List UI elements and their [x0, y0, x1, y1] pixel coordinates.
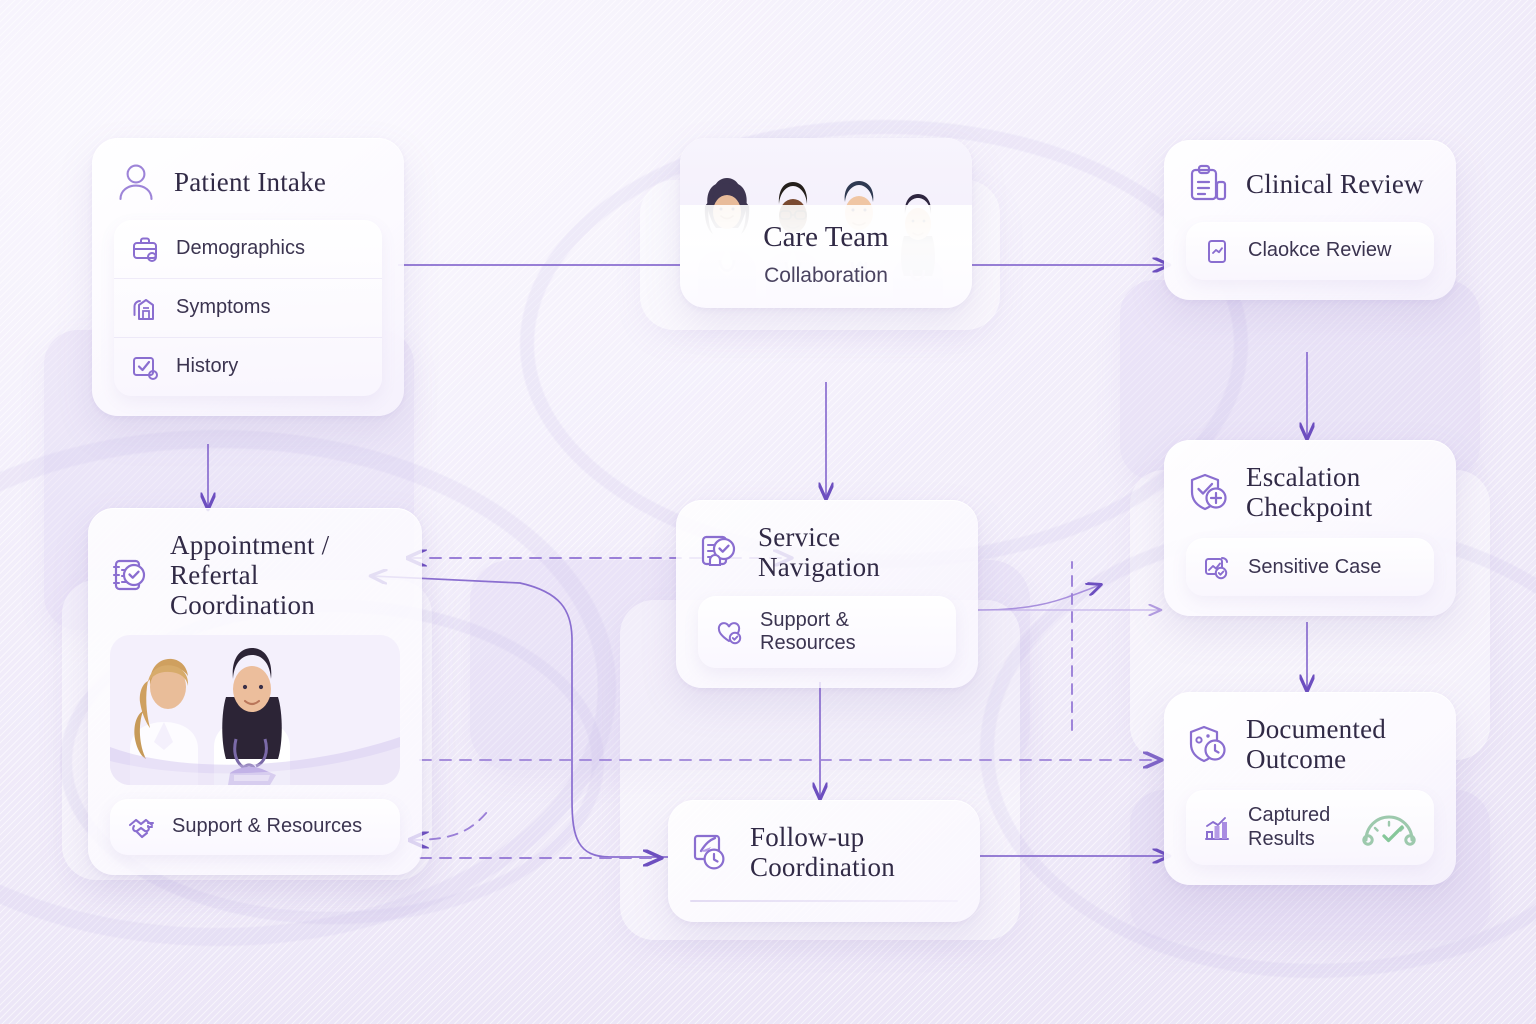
escalation-header: Escalation Checkpoint — [1186, 462, 1434, 522]
documented-outcome-items: Captured Results — [1186, 790, 1434, 865]
page-title: Patient Intake — [174, 166, 326, 197]
documented-outcome-title: Documented Outcome — [1246, 714, 1386, 775]
escalation-items: Sensitive Case — [1186, 538, 1434, 597]
documented-outcome-header: Documented Outcome — [1186, 714, 1434, 774]
briefcase-icon — [130, 234, 160, 264]
chart-document-icon — [1202, 236, 1232, 266]
list-item-label: Support & Resources — [172, 815, 363, 838]
clock-frame-icon — [690, 830, 734, 874]
document-check-icon — [698, 530, 742, 574]
follow-up-title: Follow-up Coordination — [750, 822, 895, 883]
calendar-check-icon — [110, 553, 154, 597]
handshake-icon — [126, 812, 156, 842]
patient-intake-items: Demographics Symptoms History — [114, 220, 382, 396]
list-item-label: Demographics — [176, 237, 305, 260]
escalation-title: Escalation Checkpoint — [1246, 462, 1373, 523]
wire-service-escalation — [977, 585, 1100, 611]
service-navigation-header: Service Navigation — [698, 522, 956, 582]
list-item-label: Claokce Review — [1248, 239, 1392, 262]
list-item[interactable]: Demographics — [114, 220, 382, 278]
heart-check-icon — [714, 617, 744, 647]
shield-plus-icon — [1186, 470, 1230, 514]
clinical-review-title: Clinical Review — [1246, 168, 1424, 199]
service-support-item[interactable]: Support & Resources — [698, 596, 956, 669]
list-item[interactable]: Captured Results — [1186, 790, 1434, 864]
care-team-band: Care Team Collaboration — [680, 205, 972, 308]
node-escalation-checkpoint[interactable]: Escalation Checkpoint Sensitive Case — [1164, 440, 1456, 617]
node-care-team[interactable]: Care Team Collaboration — [680, 138, 972, 308]
list-item[interactable]: History — [114, 337, 382, 396]
clinical-review-items: Claokce Review — [1186, 222, 1434, 280]
list-item[interactable]: Sensitive Case — [1186, 538, 1434, 596]
node-service-navigation[interactable]: Service Navigation Support & Resources — [676, 500, 978, 689]
checklist-icon — [130, 352, 160, 382]
clipboard-icon — [1186, 162, 1230, 206]
appointment-title: Appointment / Refertal Coordination — [170, 530, 330, 621]
care-team-subtitle: Collaboration — [764, 264, 888, 287]
two-clinicians-photo — [110, 634, 400, 785]
follow-up-header: Follow-up Coordination — [690, 822, 958, 882]
hospital-icon — [130, 293, 160, 323]
list-item[interactable]: Symptoms — [114, 278, 382, 337]
service-navigation-title: Service Navigation — [758, 522, 880, 583]
wire-appointment-support-dashed — [412, 811, 488, 840]
care-team-photo: Care Team Collaboration — [680, 138, 972, 308]
shield-clock-icon — [1186, 722, 1230, 766]
list-item-label: Support & Resources — [760, 609, 856, 655]
care-team-title: Care Team — [763, 221, 889, 253]
appointment-support-item[interactable]: Support & Resources — [110, 798, 400, 855]
node-patient-intake[interactable]: Patient Intake Demographics Symptoms — [92, 138, 404, 416]
list-item-label: Captured Results — [1248, 804, 1331, 850]
node-appointment-referral[interactable]: Appointment / Refertal Coordination — [88, 508, 422, 875]
node-clinical-review[interactable]: Clinical Review Claokce Review — [1164, 140, 1456, 300]
clinical-review-header: Clinical Review — [1186, 162, 1434, 206]
patient-intake-header: Patient Intake — [114, 160, 382, 204]
appointment-header: Appointment / Refertal Coordination — [110, 530, 400, 621]
bar-chart-icon — [1202, 813, 1232, 843]
wire-followup-appointment — [372, 576, 668, 858]
list-item-label: History — [176, 355, 239, 378]
node-follow-up-coordination[interactable]: Follow-up Coordination — [668, 800, 980, 923]
user-icon — [114, 160, 158, 204]
follow-up-divider — [690, 900, 958, 903]
node-documented-outcome[interactable]: Documented Outcome Captured Results — [1164, 692, 1456, 885]
gauge-icon — [1360, 808, 1418, 848]
list-item-label: Sensitive Case — [1248, 555, 1382, 578]
list-item[interactable]: Claokce Review — [1186, 222, 1434, 280]
list-item-label: Symptoms — [176, 296, 271, 319]
case-check-icon — [1202, 552, 1232, 582]
